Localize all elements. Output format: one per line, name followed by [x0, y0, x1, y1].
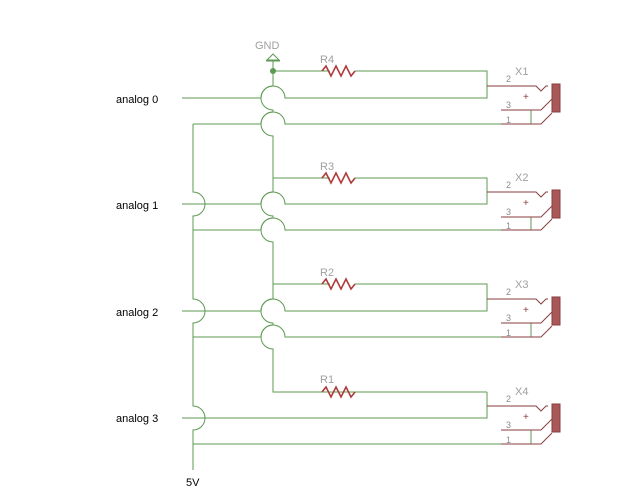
analog-label-0: analog 0 — [116, 94, 158, 106]
pin-label-x3-3: 3 — [506, 313, 511, 323]
analog-wire-3 — [182, 406, 488, 419]
pin-label-x4-3: 3 — [506, 420, 511, 430]
jack-contact-x4-1 — [501, 432, 553, 445]
resistor-r1-icon — [321, 385, 356, 399]
pin-label-x1-1: 1 — [506, 115, 511, 125]
pin-label-x2-2: 2 — [506, 180, 511, 190]
pin-label-x2-1: 1 — [506, 221, 511, 231]
resistor-label-0: R4 — [320, 54, 334, 66]
analog-label-2: analog 2 — [116, 307, 158, 319]
jack-contact-x1-3 — [501, 98, 553, 111]
ground-label: GND — [255, 40, 280, 52]
jack-contact-x1-2 — [487, 85, 548, 92]
resistor-label-1: R3 — [320, 161, 334, 173]
jack-contact-x3-2 — [487, 298, 548, 305]
pin-label-x4-1: 1 — [506, 435, 511, 445]
resistor-lead-right-0 — [355, 70, 488, 86]
jack-contact-x4-3 — [501, 418, 553, 431]
jack-body-x4-icon — [551, 403, 561, 433]
analog-wire-0 — [182, 85, 488, 99]
resistor-r3-icon — [321, 171, 356, 185]
jack-body-x2-icon — [551, 189, 561, 219]
jack-label-x3: X3 — [515, 279, 528, 291]
jack-label-x1: X1 — [515, 66, 528, 78]
resistor-lead-right-2 — [355, 283, 488, 299]
channel-2: analog 2 R2 — [116, 267, 532, 338]
pin-label-x1-2: 2 — [506, 74, 511, 84]
jack-label-x4: X4 — [515, 386, 528, 398]
pin-label-x2-3: 3 — [506, 207, 511, 217]
jack-body-x3-icon — [551, 296, 561, 326]
jack-contact-x4-2 — [487, 405, 548, 412]
analog-label-3: analog 3 — [116, 413, 158, 425]
jack-contact-x2-3 — [501, 205, 553, 218]
resistor-label-2: R2 — [320, 267, 334, 279]
supply-wire-2 — [193, 323, 532, 338]
plus-mark-x3: + — [523, 305, 529, 316]
channel-0: analog 0 R4 — [116, 54, 532, 125]
analog-wire-2 — [182, 298, 488, 312]
resistor-r4-icon — [321, 64, 356, 78]
analog-label-1: analog 1 — [116, 200, 158, 212]
supply-wire-3 — [193, 430, 532, 445]
resistor-label-3: R1 — [320, 374, 334, 386]
ground-triangle-icon — [265, 53, 281, 61]
jack-x2: X2 2 + 3 1 — [487, 172, 561, 231]
supply-wire-0 — [193, 110, 532, 125]
pin-label-x1-3: 3 — [506, 100, 511, 110]
jack-contact-x2-1 — [501, 218, 553, 231]
plus-mark-x4: + — [523, 412, 529, 423]
jack-contact-x3-1 — [501, 325, 553, 338]
jack-contact-x3-3 — [501, 311, 553, 324]
channel-1: analog 1 R3 — [116, 161, 532, 231]
channel-3: analog 3 R1 — [116, 374, 532, 445]
pin-label-x3-1: 1 — [506, 328, 511, 338]
supply-label: 5V — [186, 477, 200, 489]
pin-label-x4-2: 2 — [506, 394, 511, 404]
ground-symbol: GND — [255, 40, 281, 74]
resistor-lead-right-1 — [355, 177, 488, 192]
resistor-r2-icon — [321, 277, 356, 291]
analog-wire-1 — [182, 191, 488, 205]
ground-rail — [260, 61, 487, 393]
pin-label-x3-2: 2 — [506, 287, 511, 297]
jack-label-x2: X2 — [515, 172, 528, 184]
jack-body-x1-icon — [551, 83, 561, 113]
jack-x3: X3 2 + 3 1 — [487, 279, 561, 338]
plus-mark-x2: + — [523, 198, 529, 209]
jack-contact-x1-1 — [501, 112, 553, 125]
jack-x4: X4 2 + 3 1 — [487, 386, 561, 445]
supply-wire-1 — [193, 217, 532, 231]
jack-x1: X1 2 + 3 1 — [487, 66, 561, 125]
plus-mark-x1: + — [523, 92, 529, 103]
jack-contact-x2-2 — [487, 191, 548, 198]
